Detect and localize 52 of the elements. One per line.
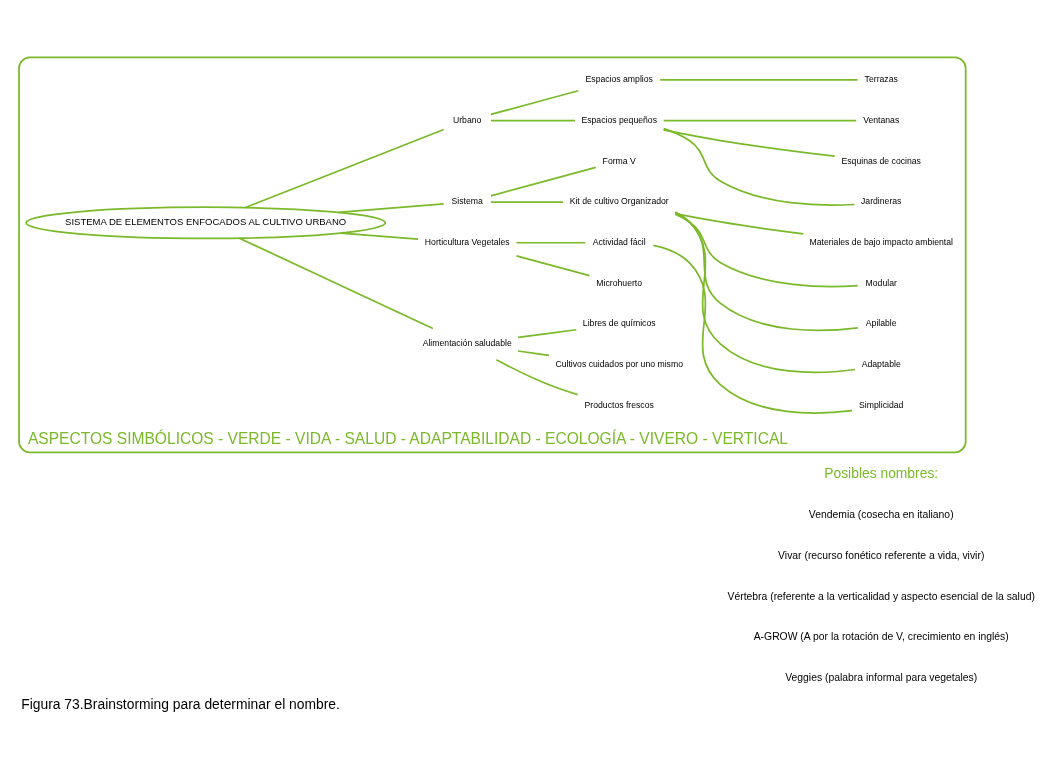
label: Vértebra (referente a la verticalidad y aspecto esencial de la salud) [727, 590, 1035, 602]
connector [244, 128, 445, 209]
node-text: Kit de cultivo Organizador [569, 196, 669, 207]
connector [674, 212, 805, 235]
connector [674, 211, 859, 332]
connector [340, 232, 419, 240]
node-text: Horticultura Vegetales [424, 236, 510, 247]
label: Posibles nombres: [824, 465, 939, 482]
connector [490, 89, 580, 116]
connector [517, 350, 550, 357]
connector [662, 119, 858, 122]
connector [517, 328, 578, 339]
connector [490, 166, 597, 197]
node-text: Urbano [453, 114, 482, 125]
connector [515, 255, 591, 277]
node-text: Ventanas [863, 114, 900, 125]
node-text: Alimentación saludable [422, 338, 512, 349]
node-text: Espacios amplios [585, 74, 653, 85]
connector [495, 359, 579, 396]
node-ellipse: SISTEMA DE ELEMENTOS ENFOCADOS AL CULTIVO URBANO [25, 206, 387, 240]
node-text: Productos frescos [584, 399, 654, 410]
connector [674, 211, 856, 374]
connector [490, 201, 564, 203]
node-text: Adaptable [861, 359, 901, 370]
connector [652, 244, 853, 414]
node-text: Jardineras [861, 196, 902, 207]
node-text: Libres de químicos [582, 318, 656, 329]
label: A-GROW (A por la rotación de V, crecimiento en inglés) [753, 631, 1009, 643]
node-text: Materiales de bajo impacto ambiental [809, 236, 953, 247]
connector [238, 237, 434, 330]
node-text: Cultivos cuidados por uno mismo [555, 359, 683, 370]
caption: Figura 73.Brainstorming para determinar el nombre. [21, 695, 340, 712]
label: Veggies (palabra informal para vegetales) [785, 672, 978, 684]
connector [490, 119, 576, 122]
node-text: Sistema [451, 196, 483, 207]
node-text: Esquinas de cocinas [841, 155, 921, 166]
node-text: Simplicidad [859, 399, 904, 410]
label: Vendemia (cosecha en italiano) [808, 509, 954, 521]
connector [337, 203, 445, 214]
node-text: Apilable [865, 318, 897, 329]
connector [674, 213, 859, 288]
connector [515, 241, 587, 244]
connector [662, 129, 836, 158]
connector [662, 127, 856, 206]
label: Vivar (recurso fonético referente a vida, vivir) [778, 549, 985, 561]
connector [659, 79, 859, 81]
node-text: Actividad fácil [592, 236, 646, 247]
node-text: Terrazas [864, 74, 898, 85]
node-text: Modular [865, 277, 897, 288]
node-text: Forma V [602, 155, 636, 166]
node-text: Espacios pequeños [581, 114, 657, 125]
node-text: Microhuerto [596, 277, 643, 288]
